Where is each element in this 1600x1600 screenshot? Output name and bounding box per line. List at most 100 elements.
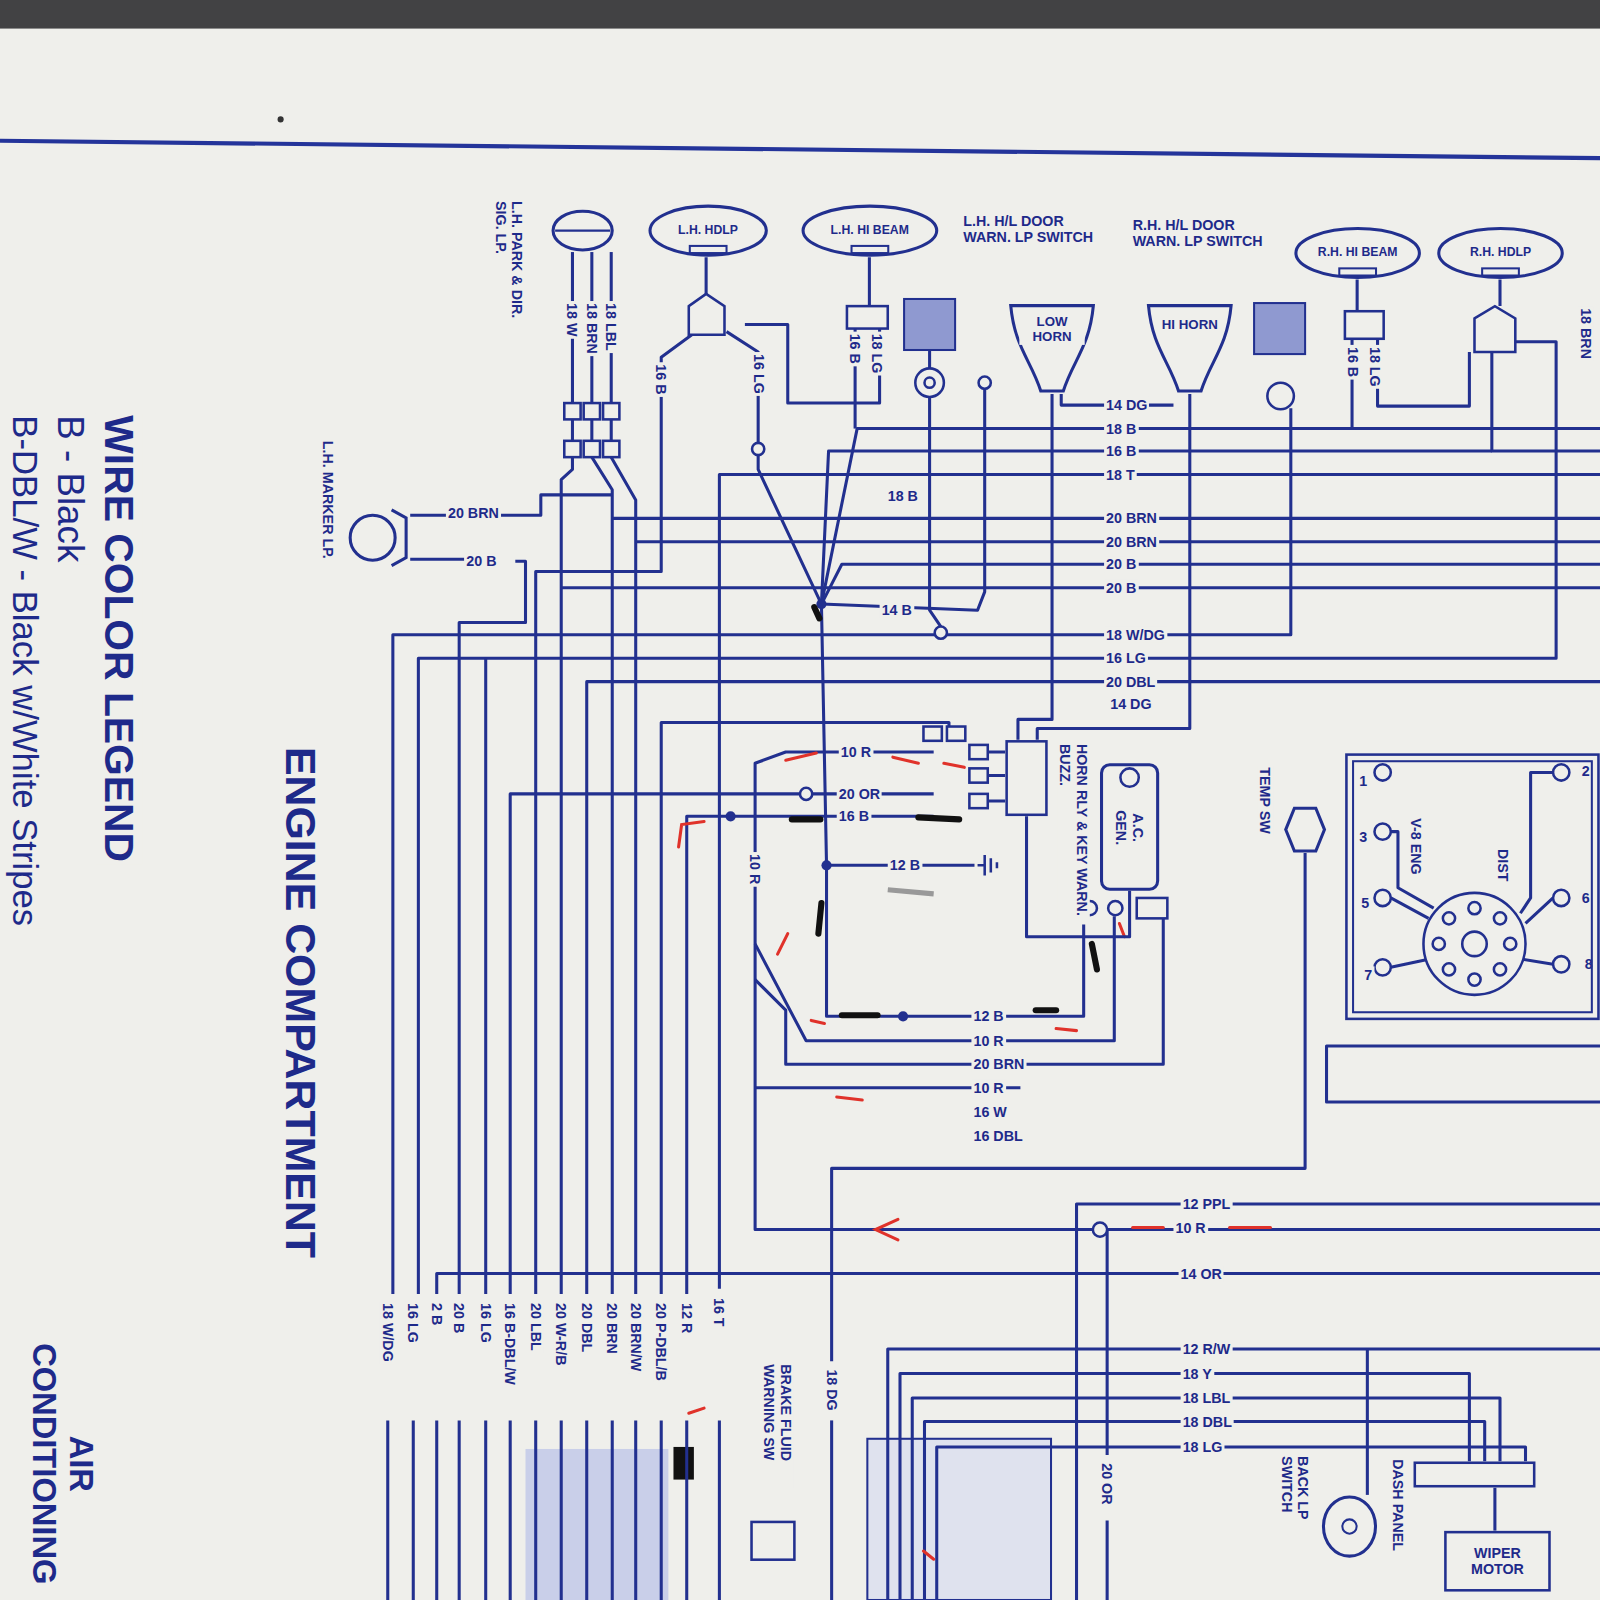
border-line — [0, 141, 1600, 158]
component-label: HI HORN — [1157, 317, 1222, 332]
wire-label: 14 B — [880, 602, 914, 618]
panel-outline — [1345, 753, 1600, 1020]
socket — [924, 378, 934, 388]
terminal-number: 5 — [1359, 895, 1371, 911]
component-label: L.H. HDLP — [676, 223, 740, 237]
wire — [437, 1273, 1600, 1293]
outline — [1148, 306, 1231, 391]
component-label: V-8 ENG — [1408, 816, 1424, 876]
rect-outline — [1413, 1461, 1535, 1488]
wire-label: 20 W-R/B — [553, 1301, 569, 1368]
sensor-symbol: TEMP SW — [1284, 806, 1327, 853]
pen-mark — [786, 753, 817, 760]
terminal — [564, 441, 580, 457]
wire-label: 18 Y — [1181, 1365, 1214, 1381]
wire-label: 18 LG — [1367, 345, 1383, 389]
wire-label: 18 DBL — [1181, 1413, 1234, 1429]
section-title: AIR CONDITIONING — [25, 1337, 100, 1591]
wire-label: 16 LG — [405, 1301, 421, 1345]
outline — [1007, 741, 1047, 814]
wire-label: 14 OR — [1179, 1265, 1224, 1281]
wire — [912, 1398, 1500, 1600]
wire-label: 18 LBL — [603, 301, 619, 353]
ground-symbol — [978, 855, 997, 875]
distributor-post — [1443, 912, 1455, 924]
wire — [561, 457, 572, 1294]
wire-label: 18 B — [1104, 420, 1138, 436]
terminal — [1374, 959, 1390, 975]
wire-label: 20 B — [1104, 556, 1138, 572]
wire-label: 20 DBL — [578, 1301, 594, 1354]
wire-label: 20 BRN/W — [627, 1301, 643, 1373]
terminal — [1553, 764, 1569, 780]
lamp-symbol: L.H. MARKER LP. — [349, 498, 408, 578]
component-label: BACK LP SWITCH — [1278, 1454, 1311, 1550]
terminal — [923, 727, 941, 741]
terminal — [603, 441, 619, 457]
wire-label: 12 B — [971, 1008, 1005, 1024]
terminal-number: 7 — [1362, 966, 1374, 982]
distributor-post — [1504, 938, 1516, 950]
engine-panel: V-8 ENGDIST — [1345, 753, 1600, 1020]
outline — [650, 206, 766, 255]
wire-label: 10 R — [747, 852, 763, 886]
component-label: L.H. HI BEAM — [829, 223, 911, 237]
lamp-symbol: L.H. HDLP — [648, 204, 768, 257]
wire-label: 20 B — [1104, 580, 1138, 596]
pen-mark — [918, 817, 959, 819]
section-title: ENGINE COMPARTMENT — [275, 745, 324, 1260]
wire — [930, 397, 941, 627]
distributor-post — [1443, 963, 1455, 975]
component-label: LOW HORN — [1019, 314, 1084, 344]
switch-symbol: BRAKE FLUID WARNING SW — [750, 1520, 796, 1561]
wire — [661, 722, 949, 1293]
splice — [752, 443, 764, 455]
wire-label: 16 B — [1345, 345, 1361, 379]
wire — [388, 1420, 720, 1600]
wire — [821, 564, 1600, 604]
wire-label: 10 R — [971, 1080, 1005, 1096]
component-label: L.H. MARKER LP. — [320, 439, 336, 561]
wire — [687, 816, 934, 1294]
wire — [418, 342, 1556, 1294]
terminal — [1374, 823, 1390, 839]
switch-symbol: L.H. H/L DOOR WARN. LP SWITCH — [903, 298, 956, 351]
junction — [821, 860, 831, 870]
wire-label: 12 B — [888, 857, 922, 873]
wire-label: 18 BRN — [584, 301, 600, 356]
wire — [727, 332, 822, 604]
outline — [1120, 768, 1138, 786]
component-label: R.H. HDLP — [1468, 246, 1533, 260]
wire-label: 20 LBL — [527, 1301, 543, 1353]
terminal — [584, 441, 600, 457]
terminal — [1108, 901, 1122, 915]
wire — [928, 351, 931, 368]
wire-label: 20 BRN — [1104, 510, 1159, 526]
wire — [832, 853, 1305, 1361]
outline — [1323, 1497, 1375, 1556]
wire-label: 16 T — [711, 1296, 727, 1329]
junction — [726, 811, 736, 821]
component-label: A.C. GEN. — [1113, 803, 1146, 852]
component-label: TEMP SW — [1257, 765, 1273, 835]
wire-label: 20 OR — [1099, 1461, 1115, 1506]
connector-block — [526, 1449, 669, 1600]
wire-label: 18 T — [1104, 466, 1137, 482]
wire — [755, 752, 1600, 1230]
switch-symbol: R.H. H/L DOOR WARN. LP SWITCH — [1253, 302, 1306, 355]
lamp-symbol: R.H. HDLP — [1437, 227, 1565, 280]
wire-label: 14 DG — [1108, 696, 1153, 712]
wire-label: 16 B — [1104, 443, 1138, 459]
component-label: R.H. H/L DOOR WARN. LP SWITCH — [1131, 216, 1266, 249]
pen-mark — [689, 1408, 704, 1413]
legend-entry: B - Black — [50, 413, 92, 564]
terminal — [1553, 890, 1569, 906]
socket — [1267, 383, 1294, 410]
terminal — [969, 745, 987, 759]
pen-mark — [837, 1097, 863, 1100]
wire — [1327, 1046, 1600, 1102]
pen-mark — [1133, 1226, 1164, 1229]
outline — [752, 1522, 795, 1560]
wire — [611, 457, 635, 1294]
